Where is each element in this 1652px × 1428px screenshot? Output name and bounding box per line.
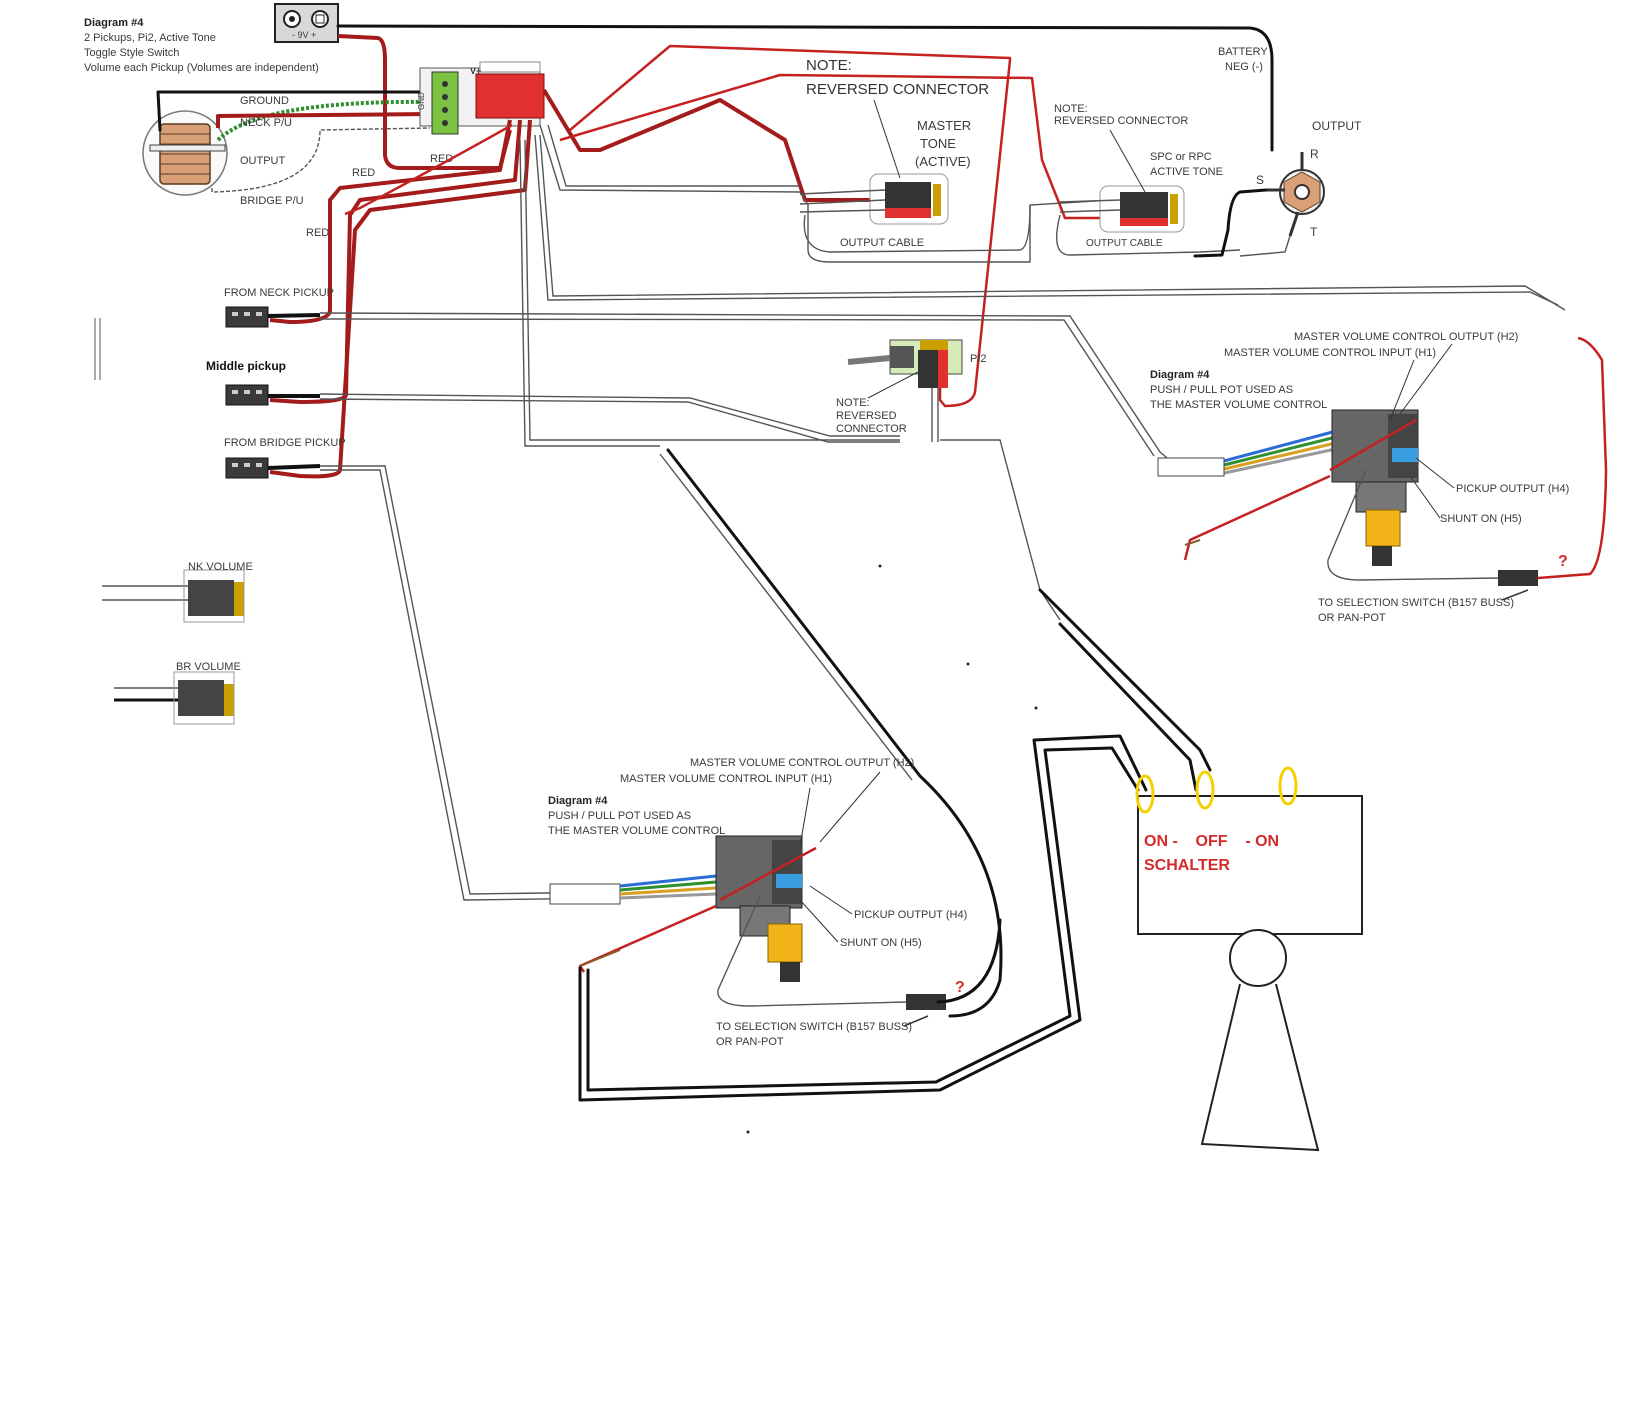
battery-neg-label-1: BATTERY [1218, 46, 1268, 58]
from-bridge-pickup-label: FROM BRIDGE PICKUP [224, 437, 346, 449]
pi2-note-2: REVERSED [836, 410, 897, 422]
left-pot-in-h1: MASTER VOLUME CONTROL INPUT (H1) [620, 773, 832, 785]
header: Diagram #4 2 Pickups, Pi2, Active Tone T… [84, 17, 319, 74]
pickup-coil [142, 110, 228, 196]
label-output: OUTPUT [240, 155, 286, 167]
board-vplus-label: V+ [470, 66, 481, 76]
left-pot-sel-2: OR PAN-POT [716, 1036, 784, 1048]
right-pot-out-h2: MASTER VOLUME CONTROL OUTPUT (H2) [1294, 331, 1518, 343]
note-reversed-1: NOTE: [806, 57, 852, 74]
left-pot-sel-1: TO SELECTION SWITCH (B157 BUSS) [716, 1021, 912, 1033]
nk-volume-connector [102, 569, 245, 623]
left-pot-desc-1: PUSH / PULL POT USED AS [548, 810, 691, 822]
jack-s-label: S [1256, 173, 1264, 187]
left-pot-title: Diagram #4 [548, 795, 608, 807]
spc-label-1: SPC or RPC [1150, 151, 1212, 163]
output-jack [1266, 152, 1325, 237]
note-small-2: REVERSED CONNECTOR [1054, 115, 1188, 127]
jack-r-label: R [1310, 147, 1319, 161]
pi2-note-3: CONNECTOR [836, 423, 907, 435]
from-neck-pickup-label: FROM NECK PICKUP [224, 287, 334, 299]
solder-blob-icon [1278, 766, 1298, 806]
middle-pickup-connector [225, 384, 320, 406]
left-pot-h4: PICKUP OUTPUT (H4) [854, 909, 967, 921]
master-tone-module [799, 173, 1031, 253]
neck-pickup-connector [225, 306, 321, 328]
header-line-1: 2 Pickups, Pi2, Active Tone [84, 32, 216, 44]
battery-9v: - 9V + [274, 3, 339, 43]
right-pot-question: ? [1558, 553, 1568, 570]
left-pot-out-h2: MASTER VOLUME CONTROL OUTPUT (H2) [690, 757, 914, 769]
arrow-icon [1501, 589, 1529, 601]
right-pot-sel-2: OR PAN-POT [1318, 612, 1386, 624]
nk-volume-label: NK VOLUME [188, 561, 253, 573]
battery-label: - 9V + [292, 30, 316, 40]
right-pot-h4: PICKUP OUTPUT (H4) [1456, 483, 1569, 495]
header-line-3: Volume each Pickup (Volumes are independ… [84, 62, 319, 74]
label-ground: GROUND [240, 95, 289, 107]
br-volume-connector [114, 671, 235, 725]
header-title: Diagram #4 [84, 17, 144, 29]
output-cable-2-label: OUTPUT CABLE [1086, 238, 1163, 249]
right-pot-h5: SHUNT ON (H5) [1440, 513, 1522, 525]
right-pot [1157, 409, 1538, 586]
bridge-pickup-connector [225, 457, 321, 479]
left-pot-sleeve [549, 883, 621, 905]
middle-pickup-label: Middle pickup [206, 359, 286, 373]
label-red-3: RED [306, 227, 329, 239]
right-pot-desc-1: PUSH / PULL POT USED AS [1150, 384, 1293, 396]
right-pot-in-h1: MASTER VOLUME CONTROL INPUT (H1) [1224, 347, 1436, 359]
solder-blob-icon [1195, 770, 1215, 810]
battery-neg-label-2: NEG (-) [1225, 61, 1263, 73]
header-line-2: Toggle Style Switch [84, 47, 179, 59]
right-pot-title: Diagram #4 [1150, 369, 1210, 381]
label-red-2: RED [352, 167, 375, 179]
connector-board: V+ GND [417, 61, 545, 135]
pi2-label: PI2 [970, 353, 987, 365]
right-pot-sel-1: TO SELECTION SWITCH (B157 BUSS) [1318, 597, 1514, 609]
pi2-module [847, 339, 1061, 621]
pi2-note-1: NOTE: [836, 397, 870, 409]
left-pot-h5: SHUNT ON (H5) [840, 937, 922, 949]
label-neck-pu: NECK P/U [240, 117, 292, 129]
switch-label-line-1: ON - OFF - ON [1144, 833, 1279, 850]
red-header-block [475, 73, 545, 119]
left-pot-desc-2: THE MASTER VOLUME CONTROL [548, 825, 725, 837]
left-pot-question: ? [955, 979, 965, 996]
on-off-on-switch [1135, 766, 1363, 1152]
board-gnd-label: GND [417, 92, 426, 110]
note-reversed-2: REVERSED CONNECTOR [806, 81, 989, 98]
label-bridge-pu: BRIDGE P/U [240, 195, 304, 207]
spc-label-2: ACTIVE TONE [1150, 166, 1223, 178]
master-tone-2: TONE [920, 136, 956, 151]
spc-rpc-module [1056, 185, 1241, 256]
note-small-1: NOTE: [1054, 103, 1088, 115]
br-volume-label: BR VOLUME [176, 661, 241, 673]
switch-label-line-2: SCHALTER [1144, 857, 1230, 874]
jack-t-label: T [1310, 225, 1318, 239]
right-pot-desc-2: THE MASTER VOLUME CONTROL [1150, 399, 1327, 411]
jack-output-label: OUTPUT [1312, 119, 1362, 133]
left-pot [619, 835, 946, 1010]
master-tone-1: MASTER [917, 118, 971, 133]
solder-blob-icon [1135, 774, 1155, 814]
output-cable-1-label: OUTPUT CABLE [840, 237, 924, 249]
arrow-icon [903, 1015, 929, 1027]
master-tone-3: (ACTIVE) [915, 154, 971, 169]
